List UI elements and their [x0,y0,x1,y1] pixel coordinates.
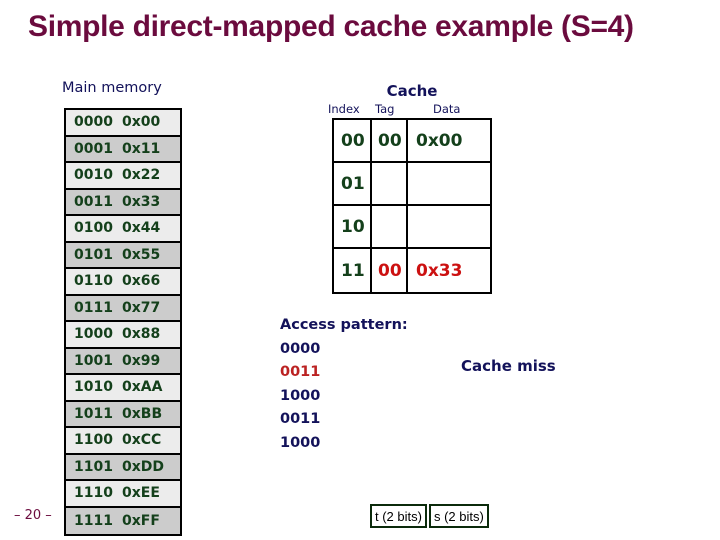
cache-index-cell: 00 [334,120,372,161]
access-pattern-line: 0000 [280,340,321,357]
memory-row: 1101 0xDD [66,454,180,481]
bitfield-box: t (2 bits) [370,504,427,528]
access-pattern-heading: Access pattern: [280,317,408,333]
memory-value: 0xEE [122,485,160,502]
memory-value: 0xCC [122,432,162,449]
main-memory-caption: Main memory [62,80,162,96]
cache-header-index: Index [328,102,360,116]
cache-data-cell: 0x33 [416,260,463,281]
cache-index-cell: 10 [334,206,372,247]
memory-value: 0x44 [122,220,161,237]
memory-row: 0101 0x55 [66,242,180,269]
memory-row: 0110 0x66 [66,269,180,296]
memory-row: 0001 0x11 [66,136,180,163]
memory-value: 0xAA [122,379,163,396]
memory-value: 0x66 [122,273,161,290]
memory-row: 1110 0xEE [66,481,180,508]
access-pattern-line: 1000 [280,387,321,404]
memory-row: 0111 0x77 [66,295,180,322]
memory-row: 1100 0xCC [66,428,180,455]
memory-address: 1010 [74,379,113,396]
access-pattern-line: 0011 [280,411,321,427]
cache-row: 01 [334,163,490,206]
memory-address: 1011 [74,405,113,422]
cache-column-headers: Index Tag Data [328,102,498,118]
memory-address: 0100 [74,220,113,237]
cache-header-data: Data [433,102,461,116]
memory-row: 0000 0x00 [66,110,180,137]
cache-row: 10 [334,206,490,249]
memory-row: 1111 0xFF [66,507,180,534]
memory-value: 0x77 [122,299,161,316]
cache-data-cell [408,206,490,247]
memory-row: 1000 0x88 [66,322,180,349]
memory-address: 0101 [74,246,113,263]
memory-value: 0x88 [122,326,161,343]
memory-value: 0x11 [122,140,161,157]
memory-value: 0x00 [122,114,161,131]
main-memory-table: 0000 0x00 0001 0x11 0010 0x22 0011 0x33 0100 0x44… [64,108,182,536]
cache-data-cell: 0x00 [416,130,463,151]
memory-row: 0100 0x44 [66,216,180,243]
memory-value: 0xFF [122,512,160,529]
cache-index-cell: 11 [334,249,372,292]
memory-value: 0x99 [122,352,161,369]
memory-address: 1001 [74,352,113,369]
cache-tag-cell: 00 [372,120,408,161]
cache-tag-cell [372,163,408,204]
page-number: – 20 – [14,508,52,523]
memory-row: 1011 0xBB [66,401,180,428]
memory-address: 1111 [74,512,113,529]
memory-value: 0xBB [122,405,163,422]
memory-row: 0011 0x33 [66,189,180,216]
memory-value: 0x22 [122,167,161,184]
cache-caption: Cache [386,82,438,100]
cache-data-cell [408,163,490,204]
memory-value: 0x33 [122,193,161,210]
memory-row: 1010 0xAA [66,375,180,402]
cache-tag-cell [372,206,408,247]
memory-value: 0x55 [122,246,161,263]
page-title: Simple direct-mapped cache example (S=4) [28,10,634,43]
cache-index-cell: 01 [334,163,372,204]
memory-address: 0010 [74,167,113,184]
cache-header-tag: Tag [375,102,395,116]
memory-value: 0xDD [122,458,165,475]
memory-row: 0010 0x22 [66,163,180,190]
memory-address: 0001 [74,140,113,157]
memory-address: 0110 [74,273,113,290]
memory-address: 1110 [74,485,113,502]
memory-address: 0011 [74,193,113,210]
memory-address: 1000 [74,326,113,343]
address-bitfield-legend: t (2 bits)s (2 bits) [370,504,489,528]
access-pattern-line: 0011 [280,364,321,380]
memory-address: 1100 [74,432,113,449]
access-pattern-line: 1000 [280,434,321,451]
memory-address: 1101 [74,458,113,475]
memory-address: 0000 [74,114,113,131]
memory-row: 1001 0x99 [66,348,180,375]
cache-tag-cell: 00 [372,249,408,292]
access-pattern-block: Access pattern: 0000 0011 1000 0011 1000 [280,314,408,455]
memory-address: 0111 [74,299,113,316]
cache-miss-annotation: Cache miss [461,357,556,375]
bitfield-box: s (2 bits) [428,504,489,528]
